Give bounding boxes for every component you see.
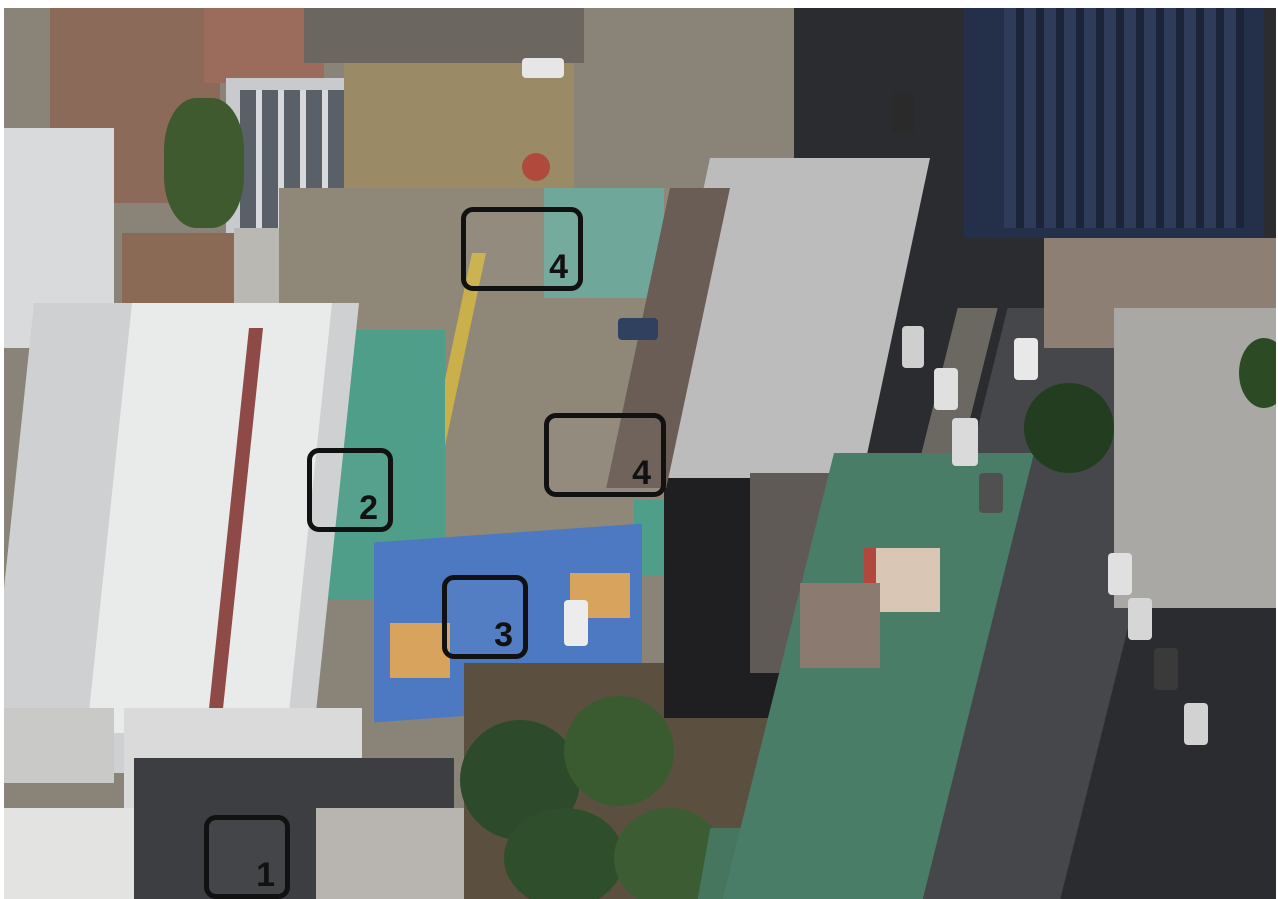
roof-left-strip xyxy=(4,708,114,783)
marker-2: 2 xyxy=(307,448,393,532)
car xyxy=(564,600,588,646)
car xyxy=(1184,703,1208,745)
marker-4-middle: 4 xyxy=(544,413,666,497)
car xyxy=(522,58,564,78)
roof-white-bottom-left xyxy=(4,808,134,899)
car xyxy=(979,473,1003,513)
court-green-top xyxy=(544,188,664,298)
marker-label: 1 xyxy=(256,856,275,894)
car xyxy=(952,418,978,466)
tree xyxy=(164,98,244,228)
marker-4-top: 4 xyxy=(461,207,583,291)
marker-1: 1 xyxy=(204,815,290,899)
aerial-photo: 4 4 2 3 1 xyxy=(4,8,1276,899)
palm-tree xyxy=(564,696,674,806)
tree xyxy=(1239,338,1276,408)
car xyxy=(1154,648,1178,690)
rooftop-unit xyxy=(800,583,880,668)
car xyxy=(892,93,914,133)
palm-tree xyxy=(504,808,624,899)
court-orange-left xyxy=(390,623,450,678)
tree xyxy=(1024,383,1114,473)
marker-label: 4 xyxy=(632,454,651,492)
car xyxy=(618,318,658,340)
marker-label: 4 xyxy=(549,248,568,286)
car xyxy=(902,326,924,368)
marker-label: 2 xyxy=(359,489,378,527)
car xyxy=(1108,553,1132,595)
roof-brown xyxy=(122,233,237,303)
marker-label: 3 xyxy=(494,616,513,654)
car xyxy=(1128,598,1152,640)
tree xyxy=(522,153,550,181)
car xyxy=(934,368,958,410)
car xyxy=(1014,338,1038,380)
high-rise-windows xyxy=(1004,8,1244,228)
roof-top-center xyxy=(304,8,584,63)
marker-3: 3 xyxy=(442,575,528,659)
